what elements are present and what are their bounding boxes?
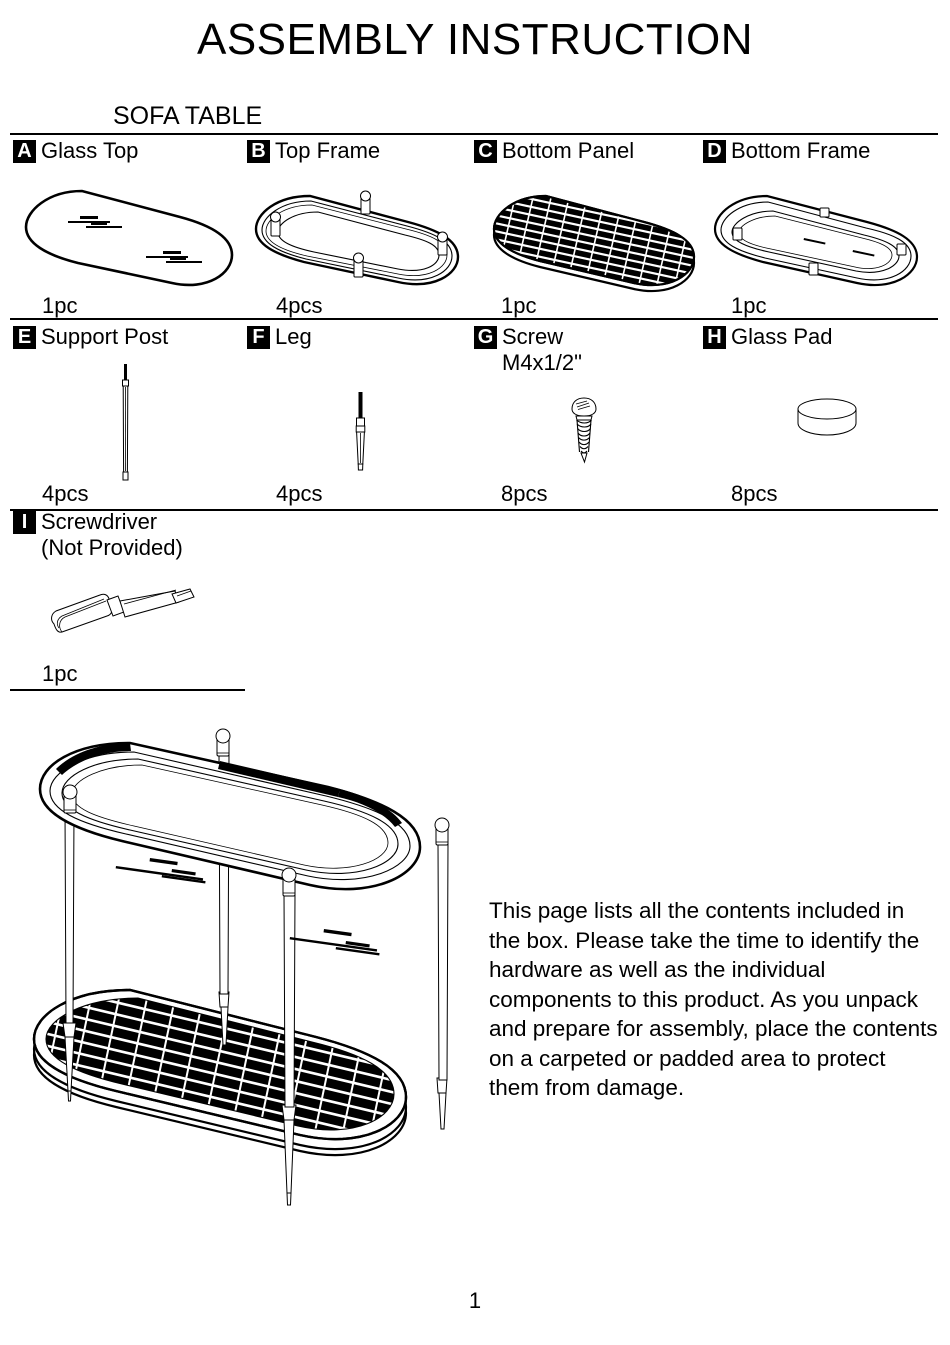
parts-table-rule-top (10, 133, 938, 135)
leg-front-middle (281, 1104, 297, 1206)
part-badge-h: H (703, 326, 726, 349)
part-cell-e: E Support Post (13, 324, 168, 350)
bottom-panel-mesh-icon (482, 186, 710, 294)
part-label-d: Bottom Frame (731, 138, 871, 163)
part-qty-g: 8pcs (501, 481, 548, 506)
part-header-c: C Bottom Panel (474, 138, 634, 164)
part-header-g: G Screw (474, 324, 582, 350)
part-badge-b: B (247, 140, 270, 163)
part-header-d: D Bottom Frame (703, 138, 870, 164)
part-badge-a: A (13, 140, 36, 163)
screwdriver-icon (48, 588, 208, 643)
part-badge-e: E (13, 326, 36, 349)
top-frame-oval-icon (248, 186, 470, 291)
part-cell-f: F Leg (247, 324, 312, 350)
part-qty-f: 4pcs (276, 481, 323, 506)
parts-table-rule-middle (10, 318, 938, 320)
leg-back-left (218, 991, 230, 1046)
part-label-c: Bottom Panel (502, 138, 635, 163)
parts-table-rule-lower (10, 509, 938, 511)
part-cell-g: G Screw M4x1/2" (474, 324, 582, 376)
screw-icon (567, 396, 601, 468)
part-cell-i: I Screwdriver (Not Provided) (13, 509, 183, 561)
part-cell-a: A Glass Top (13, 138, 138, 164)
part-header-a: A Glass Top (13, 138, 138, 164)
part-header-e: E Support Post (13, 324, 168, 350)
part-header-i: I Screwdriver (13, 509, 183, 535)
part-label-h: Glass Pad (731, 324, 833, 349)
part-qty-c: 1pc (501, 293, 537, 318)
page-number: 1 (468, 1288, 482, 1313)
part-cell-b: B Top Frame (247, 138, 380, 164)
part-qty-a: 1pc (42, 293, 78, 318)
part-label-i: Screwdriver (41, 509, 158, 534)
bottom-frame-oval-icon (705, 188, 931, 292)
part-qty-i: 1pc (42, 661, 78, 686)
parts-table-rule-bottom (10, 689, 245, 691)
part-qty-h: 8pcs (731, 481, 778, 506)
assembled-sofa-table-illustration (10, 715, 480, 1225)
leg-front-left (62, 1022, 77, 1102)
part-qty-e: 4pcs (42, 481, 89, 506)
part-spec-g: M4x1/2" (502, 350, 582, 375)
post-finials (62, 728, 450, 897)
part-badge-d: D (703, 140, 726, 163)
support-post-icon (115, 362, 137, 484)
part-cell-h: H Glass Pad (703, 324, 833, 350)
part-label-g: Screw (502, 324, 564, 349)
part-cell-c: C Bottom Panel (474, 138, 634, 164)
part-badge-f: F (247, 326, 270, 349)
part-header-h: H Glass Pad (703, 324, 833, 350)
glass-pad-icon (795, 397, 861, 439)
part-badge-g: G (474, 326, 497, 349)
part-header-b: B Top Frame (247, 138, 380, 164)
part-label-a: Glass Top (41, 138, 139, 163)
part-note-i: (Not Provided) (41, 535, 183, 560)
part-header-f: F Leg (247, 324, 312, 350)
part-badge-c: C (474, 140, 497, 163)
part-label-b: Top Frame (275, 138, 381, 163)
part-label-f: Leg (275, 324, 312, 349)
part-qty-b: 4pcs (276, 293, 323, 318)
part-cell-d: D Bottom Frame (703, 138, 870, 164)
part-label-e: Support Post (41, 324, 169, 349)
product-subtitle: SOFA TABLE (113, 102, 263, 130)
leg-icon (350, 392, 372, 474)
part-qty-d: 1pc (731, 293, 767, 318)
leg-back-right (436, 1077, 448, 1130)
intro-paragraph: This page lists all the contents include… (489, 898, 938, 1100)
glass-top-oval-icon (18, 183, 240, 291)
part-badge-i: I (13, 511, 36, 534)
page-title: ASSEMBLY INSTRUCTION (196, 15, 754, 64)
